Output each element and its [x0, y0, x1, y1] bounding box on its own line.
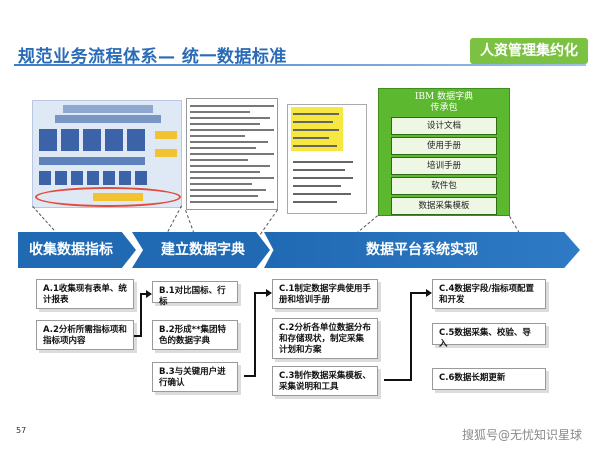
step-b2: B.2形成**集团特色的数据字典 [152, 320, 238, 350]
thumb-block [83, 129, 101, 151]
package-item-design-doc: 设计文档 [391, 117, 497, 135]
step-a1: A.1收集现有表单、统计报表 [36, 279, 134, 309]
thumb-block [71, 171, 83, 185]
step-c2: C.2分析各单位数据分布和存储现状，制定采集计划和方案 [272, 318, 378, 359]
step-a2: A.2分析所需指标项和指标项内容 [36, 320, 134, 350]
step-b3: B.3与关键用户进行确认 [152, 362, 238, 392]
thumb-block [39, 171, 51, 185]
table-document-thumbnail [186, 98, 278, 210]
thumb-row [190, 189, 266, 191]
dashed-connector [32, 206, 55, 231]
thumb-block [105, 129, 123, 151]
step-c5: C.5数据采集、校验、导入 [432, 323, 546, 349]
connector-arrowhead [426, 289, 432, 297]
thumb-block [55, 171, 67, 185]
thumb-row [190, 195, 258, 197]
step-c6: C.6数据长期更新 [432, 368, 546, 390]
thumb-block [39, 129, 57, 151]
thumb-block [135, 171, 147, 185]
thumb-row [190, 165, 270, 167]
thumb-block [127, 129, 145, 151]
connector-line [410, 292, 412, 381]
connector-line [410, 292, 426, 294]
spreadsheet-thumbnail [287, 104, 367, 214]
ibm-package-title: IBM 数据字典 传承包 [414, 92, 474, 113]
connector-line [140, 293, 146, 295]
thumb-row [190, 135, 245, 137]
phase-platform-implementation: 数据平台系统实现 [264, 232, 580, 268]
thumb-block [61, 129, 79, 151]
phase-build-dictionary: 建立数据字典 [132, 232, 270, 268]
thumb-block [39, 157, 145, 165]
thumb-row [190, 183, 252, 185]
thumb-row [190, 147, 256, 149]
thumb-row [293, 177, 353, 179]
thumb-row [293, 169, 345, 171]
thumb-row [293, 193, 351, 195]
title-underline [14, 64, 586, 66]
connector-line [254, 292, 266, 294]
watermark: 搜狐号@无忧知识星球 [462, 428, 583, 442]
topic-badge: 人资管理集约化 [470, 38, 588, 64]
connector-line [244, 375, 254, 377]
thumb-row [190, 177, 274, 179]
thumb-row [190, 153, 274, 155]
thumb-row [293, 145, 337, 147]
thumb-row [190, 171, 260, 173]
thumb-row [190, 105, 274, 107]
dashed-connector [355, 215, 378, 234]
package-item-software: 软件包 [391, 177, 497, 195]
package-item-training-manual: 培训手册 [391, 157, 497, 175]
page-number: 57 [16, 426, 27, 435]
thumb-header-bar [55, 115, 161, 123]
phase-collect-indicators: 收集数据指标 [18, 232, 136, 268]
thumb-row [293, 129, 339, 131]
thumb-row [293, 113, 339, 115]
thumb-row [293, 201, 337, 203]
thumb-block [155, 149, 177, 157]
thumb-row [190, 159, 248, 161]
thumb-row [293, 161, 353, 163]
thumb-row [190, 111, 250, 113]
connector-line [384, 379, 410, 381]
page-title: 规范业务流程体系— 统一数据标准 [18, 47, 287, 67]
thumb-block [103, 171, 115, 185]
connector-arrowhead [266, 289, 272, 297]
thumb-row [190, 201, 274, 203]
step-c4: C.4数据字段/指标项配置和开发 [432, 279, 546, 309]
thumb-block [119, 171, 131, 185]
package-item-user-manual: 使用手册 [391, 137, 497, 155]
architecture-thumbnail [32, 100, 182, 208]
step-b1: B.1对比国标、行标 [152, 281, 238, 307]
connector-line [140, 293, 142, 337]
thumb-row [190, 141, 268, 143]
thumb-row [293, 185, 341, 187]
thumb-row [190, 123, 260, 125]
connector-line [134, 335, 140, 337]
thumb-block [155, 131, 177, 139]
thumb-row [190, 129, 274, 131]
connector-arrowhead [146, 290, 152, 298]
package-item-collection-template: 数据采集模板 [391, 197, 497, 215]
thumb-row [293, 137, 329, 139]
step-c3: C.3制作数据采集模板、采集说明和工具 [272, 366, 378, 396]
dashed-connector [259, 209, 278, 235]
highlight-ellipse [35, 187, 181, 207]
thumb-header-bar [63, 105, 153, 113]
connector-line [254, 292, 256, 377]
thumb-block [87, 171, 99, 185]
step-c1: C.1制定数据字典使用手册和培训手册 [272, 279, 378, 309]
thumb-row [293, 121, 333, 123]
ibm-dictionary-package: IBM 数据字典 传承包 设计文档 使用手册 培训手册 软件包 数据采集模板 [378, 88, 510, 216]
thumb-row [190, 117, 270, 119]
